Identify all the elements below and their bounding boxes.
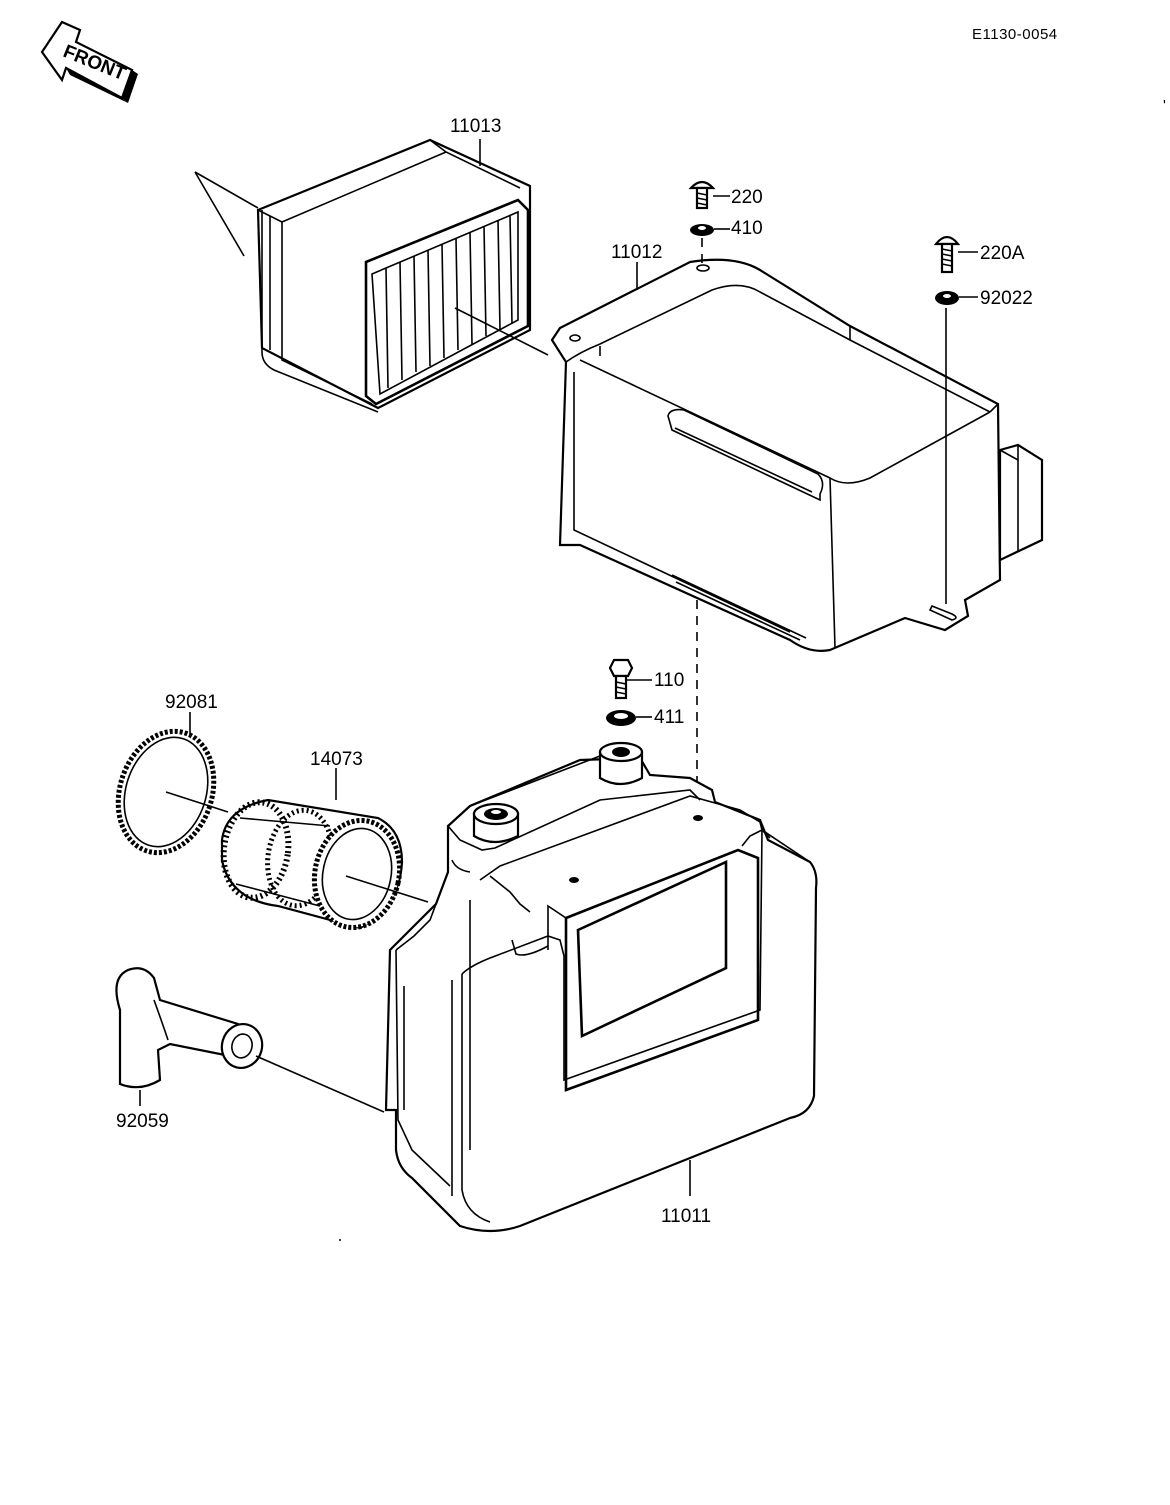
label-410: 410 bbox=[731, 218, 763, 239]
breather-hose-92059 bbox=[115, 967, 264, 1106]
front-arrow-icon: FRONT bbox=[40, 20, 138, 103]
bolt-110-icon bbox=[608, 658, 652, 700]
label-11011: 11011 bbox=[661, 1206, 711, 1227]
air-cleaner-cover bbox=[550, 258, 1044, 652]
edge-mark: ' bbox=[1163, 97, 1166, 114]
label-220: 220 bbox=[731, 187, 763, 208]
label-92059: 92059 bbox=[116, 1111, 169, 1132]
intake-duct-14073 bbox=[220, 768, 404, 931]
label-11013: 11013 bbox=[450, 116, 501, 137]
screw-220-icon bbox=[688, 180, 730, 210]
washer-410-icon bbox=[690, 224, 730, 236]
air-cleaner-case bbox=[384, 741, 818, 1233]
label-411: 411 bbox=[654, 707, 684, 728]
air-filter-element bbox=[194, 138, 549, 413]
washer-92022-icon bbox=[935, 291, 978, 305]
label-92022: 92022 bbox=[980, 288, 1033, 309]
stray-dot bbox=[339, 1239, 341, 1241]
clamp-ring-92081 bbox=[115, 712, 217, 856]
diagram-code: E1130-0054 bbox=[972, 26, 1058, 43]
label-92081: 92081 bbox=[165, 692, 218, 713]
label-14073: 14073 bbox=[310, 749, 363, 770]
screw-220A-icon bbox=[933, 235, 978, 274]
label-11012: 11012 bbox=[611, 242, 662, 263]
washer-411-icon bbox=[606, 710, 652, 726]
label-220A: 220A bbox=[980, 243, 1025, 264]
label-110: 110 bbox=[654, 670, 684, 691]
